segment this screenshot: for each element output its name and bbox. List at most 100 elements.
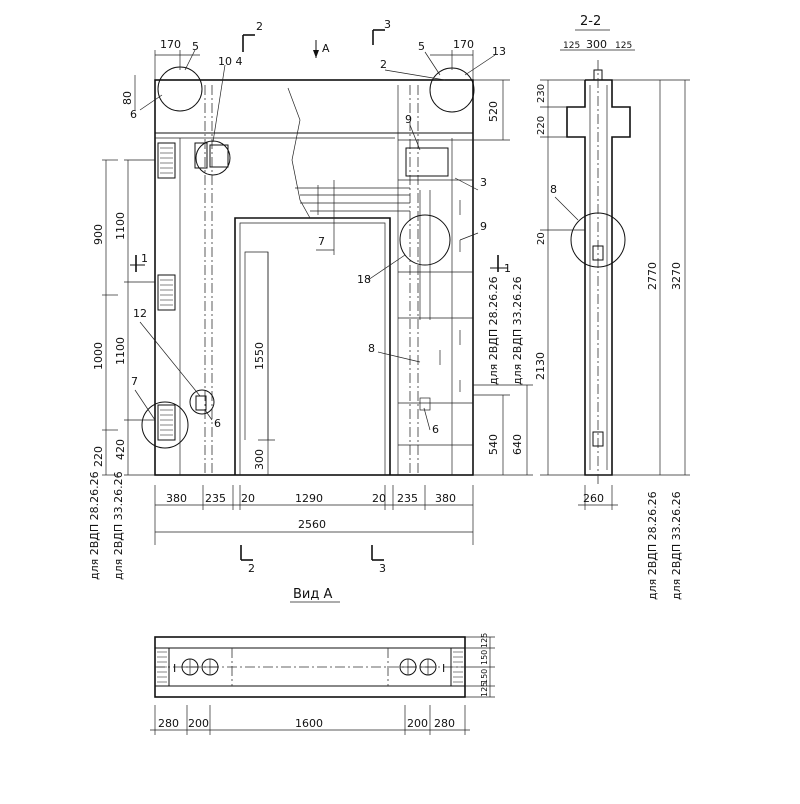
svg-text:540: 540 xyxy=(487,434,500,455)
svg-text:2770: 2770 xyxy=(646,262,659,290)
view-A: Вид А xyxy=(150,587,495,735)
cut-2-bottom: 2 xyxy=(240,545,255,575)
detail-circle-embed xyxy=(195,140,231,176)
svg-text:80: 80 xyxy=(121,91,134,105)
svg-text:260: 260 xyxy=(583,492,604,505)
callout-18: 18 xyxy=(357,273,371,286)
svg-text:170: 170 xyxy=(453,38,474,51)
svg-text:1100: 1100 xyxy=(114,337,127,365)
callout-12: 12 xyxy=(133,307,147,320)
svg-text:150: 150 xyxy=(480,669,489,684)
detail-circle-8-section xyxy=(570,212,626,268)
callout-5-right: 5 xyxy=(418,40,425,53)
svg-text:125: 125 xyxy=(480,633,489,648)
door-opening xyxy=(234,217,391,475)
view-title: Вид А xyxy=(293,587,332,602)
svg-text:1: 1 xyxy=(504,262,511,275)
svg-text:125: 125 xyxy=(480,682,489,697)
callout-5-left: 5 xyxy=(192,40,199,53)
detail-circle-top-left xyxy=(157,66,203,112)
callout-8: 8 xyxy=(368,342,375,355)
svg-text:8: 8 xyxy=(550,183,557,196)
break-line xyxy=(287,87,311,219)
callout-7-left: 7 xyxy=(131,375,138,388)
svg-text:150: 150 xyxy=(480,650,489,665)
left-dim-outer: 900 1000 220 xyxy=(92,159,118,476)
detail-circle-7 xyxy=(141,401,189,449)
embed-plate-left-top xyxy=(157,142,176,179)
embed-box-left xyxy=(194,142,208,169)
svg-text:900: 900 xyxy=(92,224,105,245)
svg-text:для 2ВДП 33.26.26: для 2ВДП 33.26.26 xyxy=(511,276,524,385)
svg-text:300: 300 xyxy=(586,38,607,51)
section-2-2: 2-2 125 300 125 8 230 220 20 2130 2770 xyxy=(534,14,690,600)
callout-6-right: 6 xyxy=(432,423,439,436)
svg-text:1100: 1100 xyxy=(114,212,127,240)
svg-text:для 2ВДП 28.26.26: для 2ВДП 28.26.26 xyxy=(88,471,101,580)
svg-text:20: 20 xyxy=(372,492,386,505)
svg-text:1600: 1600 xyxy=(295,717,323,730)
cut-1-left: 1 xyxy=(130,252,148,272)
embed-plate-left-bottom xyxy=(157,404,176,441)
svg-text:2: 2 xyxy=(248,562,255,575)
svg-text:125: 125 xyxy=(563,41,580,51)
detail-circle-18 xyxy=(399,214,451,266)
left-notes: для 2ВДП 28.26.26 для 2ВДП 33.26.26 xyxy=(88,471,125,580)
svg-text:200: 200 xyxy=(188,717,209,730)
svg-text:1550: 1550 xyxy=(253,342,266,370)
svg-text:для 2ВДП 28.26.26: для 2ВДП 28.26.26 xyxy=(646,491,659,600)
svg-text:220: 220 xyxy=(536,116,547,135)
svg-text:520: 520 xyxy=(487,101,500,122)
door-dims: 1550 300 xyxy=(253,252,275,475)
svg-text:235: 235 xyxy=(205,492,226,505)
callout-10-4: 10 4 xyxy=(218,55,243,68)
bottom-dims: 380 235 20 1290 20 235 380 2560 xyxy=(154,485,474,545)
callout-6-bottom: 6 xyxy=(214,417,221,430)
svg-text:I: I xyxy=(442,662,445,675)
svg-text:200: 200 xyxy=(407,717,428,730)
svg-text:20: 20 xyxy=(536,232,547,245)
svg-text:220: 220 xyxy=(92,446,105,467)
svg-text:3: 3 xyxy=(384,18,391,31)
plan-bolts-right: I xyxy=(399,658,445,676)
cut-2-top: 2 xyxy=(242,20,263,52)
left-dim-inner: 1100 1100 420 xyxy=(114,159,155,476)
svg-text:2560: 2560 xyxy=(298,518,326,531)
callout-9-top: 9 xyxy=(405,113,412,126)
svg-text:125: 125 xyxy=(615,41,632,51)
svg-text:2130: 2130 xyxy=(534,352,547,380)
left-dim-corner: 80 xyxy=(121,75,136,110)
plan-bolts-left: I xyxy=(173,658,219,676)
callout-3: 3 xyxy=(480,176,487,189)
cut-3-top: 3 xyxy=(372,18,391,45)
svg-text:640: 640 xyxy=(511,434,524,455)
svg-text:3270: 3270 xyxy=(670,262,683,290)
svg-text:1000: 1000 xyxy=(92,342,105,370)
top-dims: 170 170 xyxy=(154,38,474,80)
detail-circle-12 xyxy=(189,389,215,415)
svg-text:для 2ВДП 33.26.26: для 2ВДП 33.26.26 xyxy=(112,471,125,580)
svg-text:2: 2 xyxy=(256,20,263,33)
svg-text:300: 300 xyxy=(253,449,266,470)
svg-text:А: А xyxy=(322,42,330,55)
embed-plate-left-mid xyxy=(157,274,176,311)
svg-text:280: 280 xyxy=(158,717,179,730)
svg-text:20: 20 xyxy=(241,492,255,505)
callout-7-center: 7 xyxy=(318,235,325,248)
column-profile xyxy=(566,79,631,476)
svg-text:230: 230 xyxy=(536,84,547,103)
svg-text:1: 1 xyxy=(141,252,148,265)
frame-outline xyxy=(154,79,474,476)
section-title: 2-2 xyxy=(580,14,601,29)
view-arrow-A: А xyxy=(313,40,330,58)
svg-text:1290: 1290 xyxy=(295,492,323,505)
lifting-loop-box xyxy=(195,395,207,411)
right-dims: 520 540 640 для 2ВДП 28.26.26 для 2ВДП 3… xyxy=(473,79,533,476)
callout-13: 13 xyxy=(492,45,506,58)
svg-text:280: 280 xyxy=(434,717,455,730)
svg-text:380: 380 xyxy=(435,492,456,505)
callout-9-right: 9 xyxy=(480,220,487,233)
svg-text:для 2ВДП 28.26.26: для 2ВДП 28.26.26 xyxy=(487,276,500,385)
